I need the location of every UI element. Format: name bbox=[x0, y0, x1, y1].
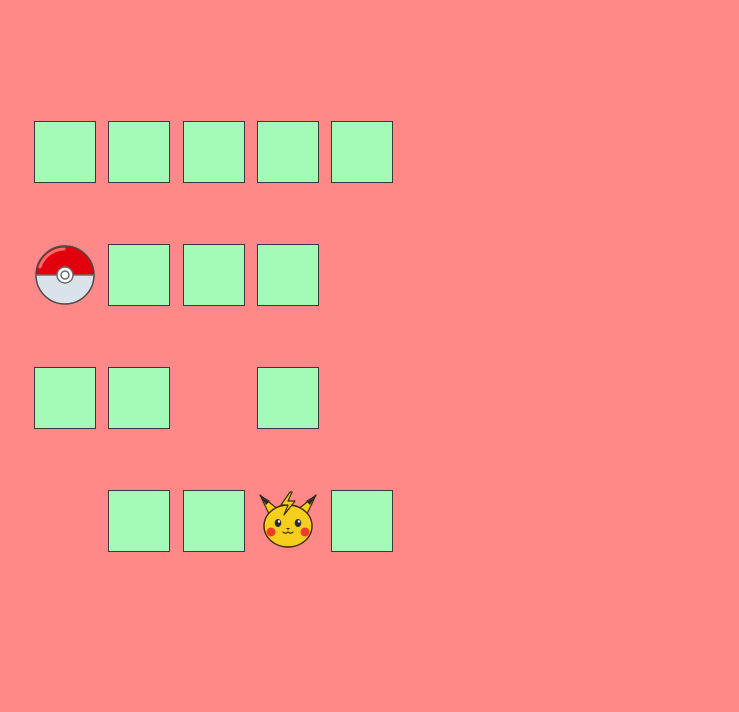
floor-tile bbox=[183, 121, 245, 183]
floor-tile bbox=[331, 121, 393, 183]
floor-tile bbox=[183, 244, 245, 306]
pikachu-icon bbox=[257, 490, 319, 552]
floor-tile bbox=[108, 367, 170, 429]
floor-tile bbox=[183, 490, 245, 552]
floor-tile bbox=[108, 490, 170, 552]
floor-tile bbox=[34, 367, 96, 429]
pokeball-icon bbox=[34, 244, 96, 306]
floor-tile bbox=[108, 244, 170, 306]
floor-tile bbox=[34, 121, 96, 183]
floor-tile bbox=[257, 121, 319, 183]
floor-tile bbox=[257, 367, 319, 429]
floor-tile bbox=[331, 490, 393, 552]
floor-tile bbox=[108, 121, 170, 183]
floor-tile bbox=[257, 244, 319, 306]
